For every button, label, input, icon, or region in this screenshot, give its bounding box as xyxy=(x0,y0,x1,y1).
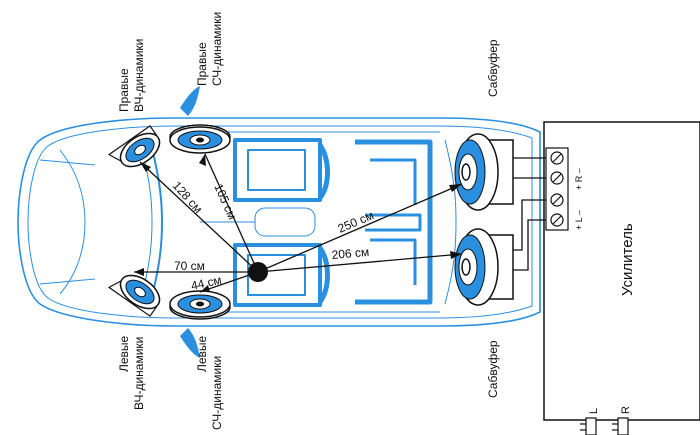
listener-position xyxy=(248,262,268,282)
label-right-tweeter-line1: Правые xyxy=(117,68,131,112)
terminals-right-label: + R – xyxy=(574,168,584,190)
arrowheads xyxy=(134,154,462,292)
label-right-mid-line2: СЧ-динамики xyxy=(210,12,224,86)
label-sub-top: Сабвуфер xyxy=(486,39,500,97)
terminal-block xyxy=(545,147,569,231)
distance-206: 206 см xyxy=(331,245,370,262)
mirrors xyxy=(180,86,200,358)
rca-inputs xyxy=(580,417,629,435)
label-left-tweeter-line1: Левые xyxy=(117,335,131,372)
label-left-mid-line2: СЧ-динамики xyxy=(210,356,224,430)
car-body xyxy=(17,117,541,327)
subwoofer-bottom xyxy=(454,228,514,306)
distance-128: 128 см xyxy=(170,179,206,216)
left-mid-speaker xyxy=(169,290,231,320)
label-left-mid-line1: Левые xyxy=(195,335,209,372)
distance-250: 250 см xyxy=(336,208,376,236)
right-mid-speaker xyxy=(169,124,231,154)
subwoofer-top xyxy=(454,133,514,211)
terminals-left-label: + L – xyxy=(574,210,584,230)
distance-44: 44 см xyxy=(190,273,223,293)
subwoofer-wires xyxy=(513,157,546,271)
input-r-label: R xyxy=(620,406,632,414)
distance-70: 70 см xyxy=(174,259,205,273)
label-sub-bottom: Сабвуфер xyxy=(486,340,500,398)
right-tweeter-speaker xyxy=(107,125,161,168)
measurement-lines xyxy=(134,153,463,293)
amplifier-title: Усилитель xyxy=(619,223,636,296)
label-right-mid-line1: Правые xyxy=(195,42,209,86)
label-left-tweeter-line2: ВЧ-динамики xyxy=(132,337,146,410)
amplifier: Усилитель + R – + L – L R xyxy=(543,121,700,435)
left-tweeter-speaker xyxy=(107,274,161,317)
seats xyxy=(233,138,433,307)
input-l-label: L xyxy=(588,408,600,414)
label-right-tweeter-line2: ВЧ-динамики xyxy=(132,39,146,112)
